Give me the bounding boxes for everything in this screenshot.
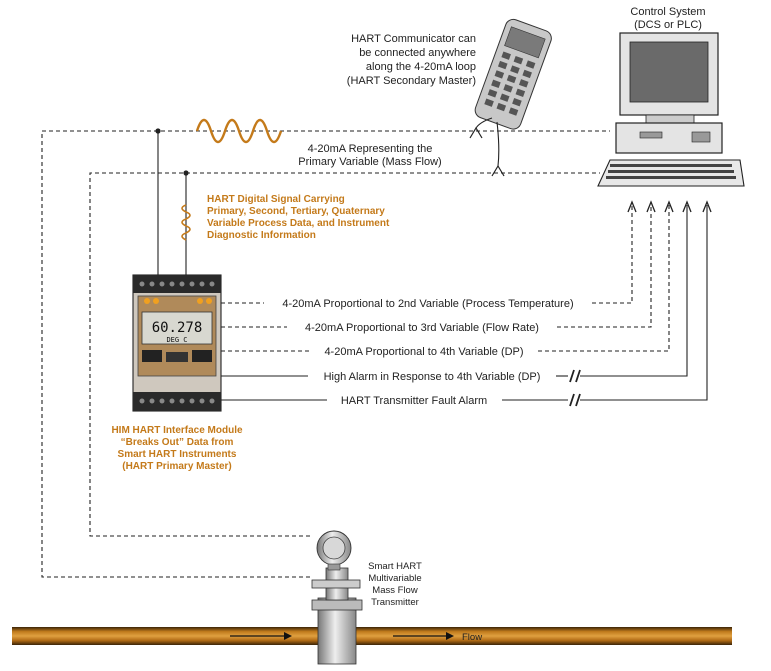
svg-text:Primary, Second, Tertiary, Qua: Primary, Second, Tertiary, Quaternary [207, 206, 385, 217]
svg-text:HART Communicator can: HART Communicator can [351, 33, 476, 45]
svg-text:Primary Variable (Mass Flow): Primary Variable (Mass Flow) [298, 156, 441, 168]
output-label: HART Transmitter Fault Alarm [341, 395, 487, 407]
digital-signal-caption: HART Digital Signal Carrying Primary, Se… [207, 194, 390, 241]
relay-contact-icon [569, 369, 581, 383]
svg-text:along the 4-20mA loop: along the 4-20mA loop [366, 61, 476, 73]
loop-wiring [41, 128, 610, 578]
output-label: High Alarm in Response to 4th Variable (… [324, 371, 541, 383]
svg-text:(DCS or PLC): (DCS or PLC) [634, 19, 702, 31]
module-display-units: DEG C [166, 336, 187, 344]
svg-text:Smart HART: Smart HART [368, 561, 422, 572]
process-pipe: Flow [12, 627, 732, 645]
analog-wave-icon [195, 118, 283, 144]
svg-text:Multivariable: Multivariable [368, 573, 421, 584]
svg-text:Control System: Control System [630, 6, 705, 18]
module-lcd-display [141, 311, 213, 345]
output-label: 4-20mA Proportional to 2nd Variable (Pro… [282, 298, 573, 310]
communicator-caption: HART Communicator can be connected anywh… [347, 33, 476, 87]
svg-text:Transmitter: Transmitter [371, 597, 419, 608]
output-label: 4-20mA Proportional to 4th Variable (DP) [324, 346, 523, 358]
communicator-leads [469, 117, 505, 177]
output-label: 4-20mA Proportional to 3rd Variable (Flo… [305, 322, 539, 334]
relay-contact-icon [569, 393, 581, 407]
control-system-computer [597, 32, 745, 187]
loop-signal-caption: 4-20mA Representing the Primary Variable… [298, 143, 441, 168]
svg-text:HIM HART Interface Module: HIM HART Interface Module [111, 425, 243, 436]
mass-flow-transmitter [311, 530, 363, 665]
output-fault-alarm: HART Transmitter Fault Alarm [221, 200, 712, 407]
svg-text:(HART Primary Master): (HART Primary Master) [122, 461, 231, 472]
svg-text:Variable Process Data, and Ins: Variable Process Data, and Instrument [207, 218, 390, 229]
output-3rd-variable: 4-20mA Proportional to 3rd Variable (Flo… [221, 200, 656, 334]
transmitter-caption: Smart HART Multivariable Mass Flow Trans… [368, 561, 422, 608]
control-system-caption: Control System (DCS or PLC) [630, 6, 705, 31]
him-interface-module: 60.278 DEG C [132, 274, 222, 412]
flow-label: Flow [462, 632, 482, 643]
output-2nd-variable: 4-20mA Proportional to 2nd Variable (Pro… [221, 200, 637, 310]
svg-text:be connected anywhere: be connected anywhere [359, 47, 476, 59]
svg-text:HART Digital Signal Carrying: HART Digital Signal Carrying [207, 194, 345, 205]
hart-communicator [474, 18, 552, 130]
svg-text:Smart HART Instruments: Smart HART Instruments [118, 449, 237, 460]
output-4th-variable: 4-20mA Proportional to 4th Variable (DP) [221, 200, 674, 358]
svg-text:Mass Flow: Mass Flow [372, 585, 418, 596]
svg-text:(HART Secondary Master): (HART Secondary Master) [347, 75, 476, 87]
svg-text:“Breaks Out” Data from: “Breaks Out” Data from [121, 437, 234, 448]
module-display-value: 60.278 [152, 320, 203, 336]
him-module-caption: HIM HART Interface Module “Breaks Out” D… [111, 425, 243, 472]
svg-text:Diagnostic Information: Diagnostic Information [207, 230, 316, 241]
output-high-alarm: High Alarm in Response to 4th Variable (… [221, 200, 692, 383]
svg-text:4-20mA Representing the: 4-20mA Representing the [308, 143, 433, 155]
digital-signal-coil-icon [181, 204, 191, 241]
